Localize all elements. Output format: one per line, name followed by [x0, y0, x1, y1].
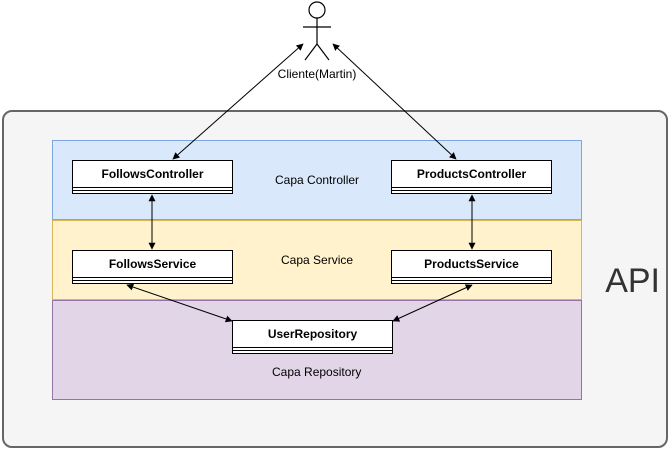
- actor-figure-icon: [303, 1, 331, 61]
- products-controller-class[interactable]: ProductsController: [391, 160, 552, 194]
- class-divider: [73, 190, 232, 191]
- connector-follows-service-repository: [126, 283, 233, 323]
- user-repository-title: UserRepository: [233, 321, 392, 348]
- products-service-title: ProductsService: [392, 251, 551, 278]
- follows-service-title: FollowsService: [73, 251, 232, 278]
- class-divider: [73, 280, 232, 281]
- products-service-class[interactable]: ProductsService: [391, 250, 552, 284]
- follows-controller-title: FollowsController: [73, 161, 232, 188]
- connector-products-service-repository: [392, 284, 473, 322]
- repository-layer-label: Capa Repository: [272, 365, 362, 379]
- connector-actor-follows-controller: [172, 43, 304, 160]
- follows-service-class[interactable]: FollowsService: [72, 250, 233, 284]
- class-divider: [392, 190, 551, 191]
- controller-layer-label: Capa Controller: [275, 173, 360, 187]
- class-divider: [233, 350, 392, 351]
- products-controller-title: ProductsController: [392, 161, 551, 188]
- connector-actor-products-controller: [332, 43, 457, 160]
- class-divider: [392, 280, 551, 281]
- follows-controller-class[interactable]: FollowsController: [72, 160, 233, 194]
- api-label: API: [605, 262, 660, 300]
- service-layer-label: Capa Service: [281, 253, 354, 267]
- user-repository-class[interactable]: UserRepository: [232, 320, 393, 354]
